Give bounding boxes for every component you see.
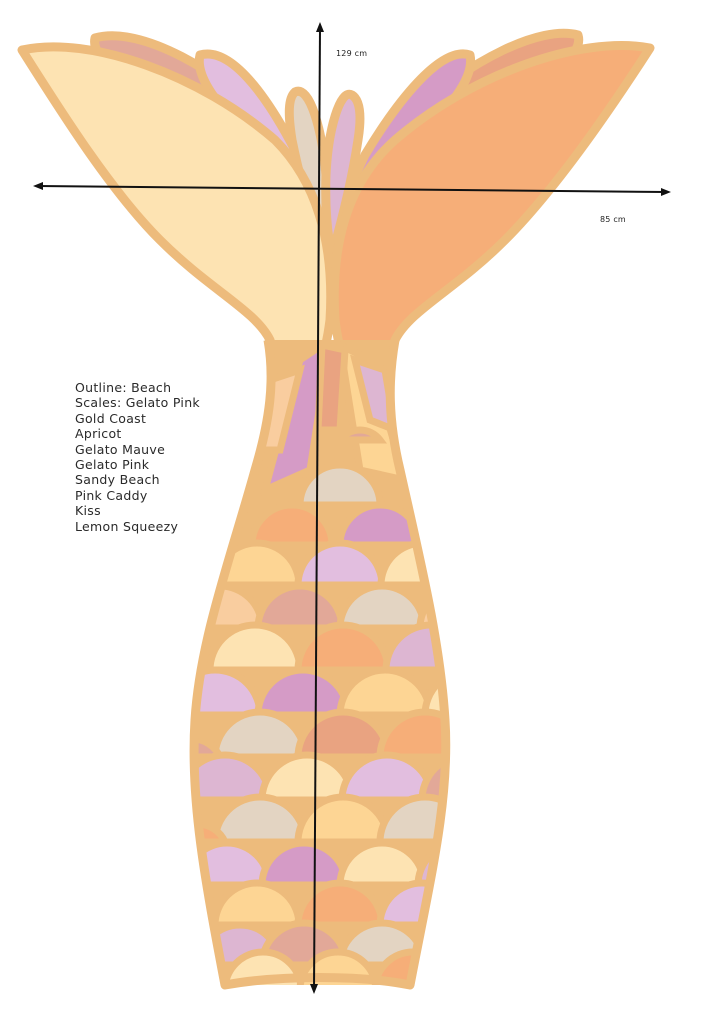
legend-item: Sandy Beach — [75, 472, 160, 488]
scales — [194, 426, 446, 985]
legend-item: Outline: Beach — [75, 380, 172, 395]
legend-item: Scales: Gelato Pink — [75, 395, 200, 411]
legend-item: Pink Caddy — [75, 487, 148, 503]
legend-item: Gelato Pink — [75, 457, 150, 473]
height-label: 129 cm — [336, 49, 368, 58]
legend-item: Gold Coast — [75, 410, 147, 426]
color-legend: Outline: Beach Scales: Gelato Pink Gold … — [75, 380, 200, 534]
legend-item: Apricot — [75, 426, 122, 442]
legend-item: Kiss — [75, 503, 101, 519]
legend-item: Gelato Mauve — [75, 441, 166, 457]
width-label: 85 cm — [600, 215, 626, 224]
legend-item: Lemon Squeezy — [75, 518, 179, 534]
tail-body — [189, 339, 451, 990]
width-dimension-arrow — [33, 182, 671, 196]
